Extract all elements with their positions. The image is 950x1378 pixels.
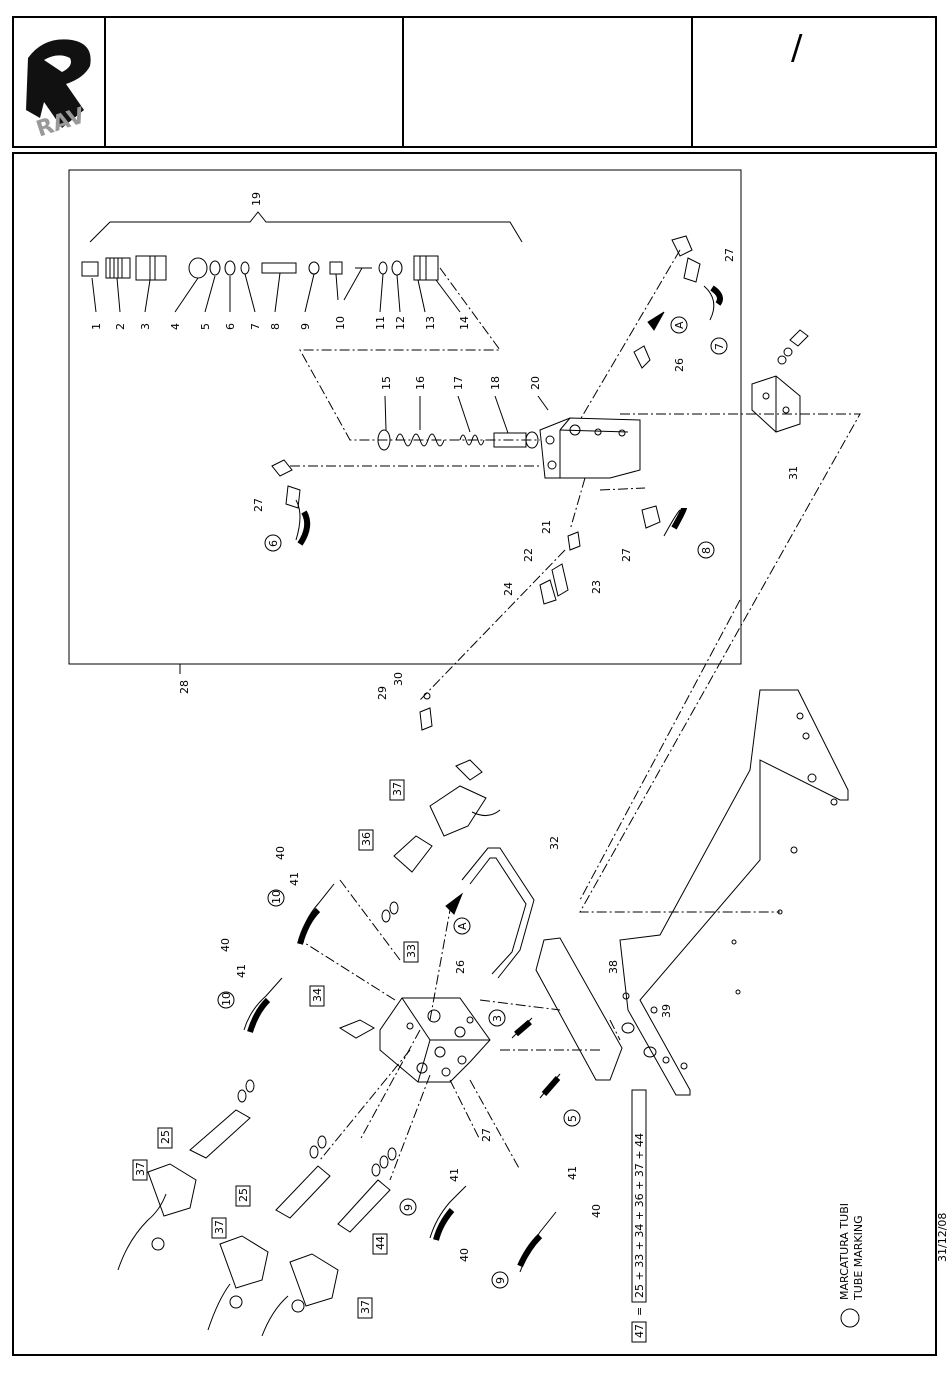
label-4: 4 — [169, 323, 182, 330]
part-37-top — [430, 786, 486, 836]
valves-25-44 — [190, 1110, 390, 1232]
label-5: 5 — [199, 323, 212, 330]
tube-mark-10-b: 10 — [220, 992, 233, 1006]
label-20: 20 — [529, 376, 542, 390]
label-37-a: 37 — [134, 1162, 147, 1176]
label-25-a: 25 — [159, 1130, 172, 1144]
label-32: 32 — [548, 836, 561, 850]
label-27-a: 27 — [723, 248, 736, 262]
label-36: 36 — [360, 832, 373, 846]
label-29: 29 — [376, 686, 389, 700]
tube-mark-8: 8 — [700, 547, 713, 554]
tube-mark-9-a: 9 — [402, 1204, 415, 1211]
label-22: 22 — [522, 548, 535, 562]
kit-eq-sign: = — [633, 1307, 646, 1316]
label-13: 13 — [424, 316, 437, 330]
label-27-b: 27 — [252, 498, 265, 512]
tube-mark-5: 5 — [566, 1115, 579, 1122]
label-37-top: 37 — [391, 782, 404, 796]
leader-lines-upper — [92, 268, 460, 312]
label-9: 9 — [299, 323, 312, 330]
label-38: 38 — [607, 960, 620, 974]
label-27-d: 27 — [480, 1128, 493, 1142]
fittings-upper — [272, 236, 700, 730]
hose-assemblies — [244, 286, 714, 1272]
label-40-b: 40 — [219, 938, 232, 952]
label-23: 23 — [590, 580, 603, 594]
label-30: 30 — [392, 672, 405, 686]
arrow-a-upper-label: A — [673, 321, 686, 329]
label-28: 28 — [178, 680, 191, 694]
label-41-a: 41 — [288, 872, 301, 886]
label-18: 18 — [489, 376, 502, 390]
bracket-31 — [752, 330, 808, 432]
drawing-date: 31/12/08 — [936, 1213, 949, 1262]
o-rings — [238, 902, 398, 1176]
label-26-b: 26 — [454, 960, 467, 974]
label-40-c: 40 — [458, 1248, 471, 1262]
part-34 — [340, 1020, 374, 1038]
label-10: 10 — [334, 316, 347, 330]
tube-marking-circles — [218, 317, 727, 1288]
valve-block-20 — [540, 418, 640, 478]
legend-circle-icon — [841, 1309, 859, 1327]
arrow-a-upper-icon — [648, 312, 664, 330]
arrow-a-lower-icon — [446, 894, 462, 914]
part-36 — [394, 836, 432, 872]
label-41-d: 41 — [566, 1166, 579, 1180]
kit-formula-items: 25 + 33 + 34 + 36 + 37 + 44 — [633, 1133, 646, 1298]
label-27-c: 27 — [620, 548, 633, 562]
label-40-d: 40 — [590, 1204, 603, 1218]
tube-mark-10-a: 10 — [270, 890, 283, 904]
brace-19 — [90, 212, 522, 242]
label-15: 15 — [380, 376, 393, 390]
kit-28-border — [69, 170, 741, 664]
label-8: 8 — [269, 323, 282, 330]
label-2: 2 — [114, 323, 127, 330]
label-40-a: 40 — [274, 846, 287, 860]
label-37-b: 37 — [213, 1220, 226, 1234]
label-41-b: 41 — [235, 964, 248, 978]
label-24: 24 — [502, 582, 515, 596]
tube-mark-7: 7 — [713, 343, 726, 350]
label-3: 3 — [139, 323, 152, 330]
label-41-c: 41 — [448, 1168, 461, 1182]
manifold-33 — [380, 998, 490, 1082]
label-33: 33 — [405, 944, 418, 958]
base-plate — [620, 690, 848, 1095]
label-14: 14 — [458, 316, 471, 330]
legend-line-2: TUBE MARKING — [852, 1215, 865, 1301]
label-31: 31 — [787, 466, 800, 480]
tube-mark-6: 6 — [267, 540, 280, 547]
label-44: 44 — [374, 1236, 387, 1250]
label-25-b: 25 — [237, 1188, 250, 1202]
label-34: 34 — [311, 988, 324, 1002]
tube-mark-9-b: 9 — [494, 1277, 507, 1284]
label-21: 21 — [540, 520, 553, 534]
label-11: 11 — [374, 316, 387, 330]
solenoids-37-lower — [118, 1164, 338, 1336]
label-1: 1 — [90, 323, 103, 330]
kit-ref-number: 47 — [633, 1324, 646, 1338]
hoses-dark — [250, 288, 720, 1266]
label-6: 6 — [224, 323, 237, 330]
label-19: 19 — [250, 192, 263, 206]
label-26-a: 26 — [673, 358, 686, 372]
plate-38 — [536, 938, 622, 1080]
label-17: 17 — [452, 376, 465, 390]
label-39: 39 — [660, 1004, 673, 1018]
label-7: 7 — [249, 323, 262, 330]
label-12: 12 — [394, 316, 407, 330]
tube-mark-3: 3 — [491, 1015, 504, 1022]
legend-line-1: MARCATURA TUBI — [838, 1203, 851, 1300]
arrow-a-lower-label: A — [456, 922, 469, 930]
spool-parts-row — [82, 256, 438, 280]
label-16: 16 — [414, 376, 427, 390]
label-37-c: 37 — [359, 1300, 372, 1314]
spring-parts — [378, 396, 548, 450]
